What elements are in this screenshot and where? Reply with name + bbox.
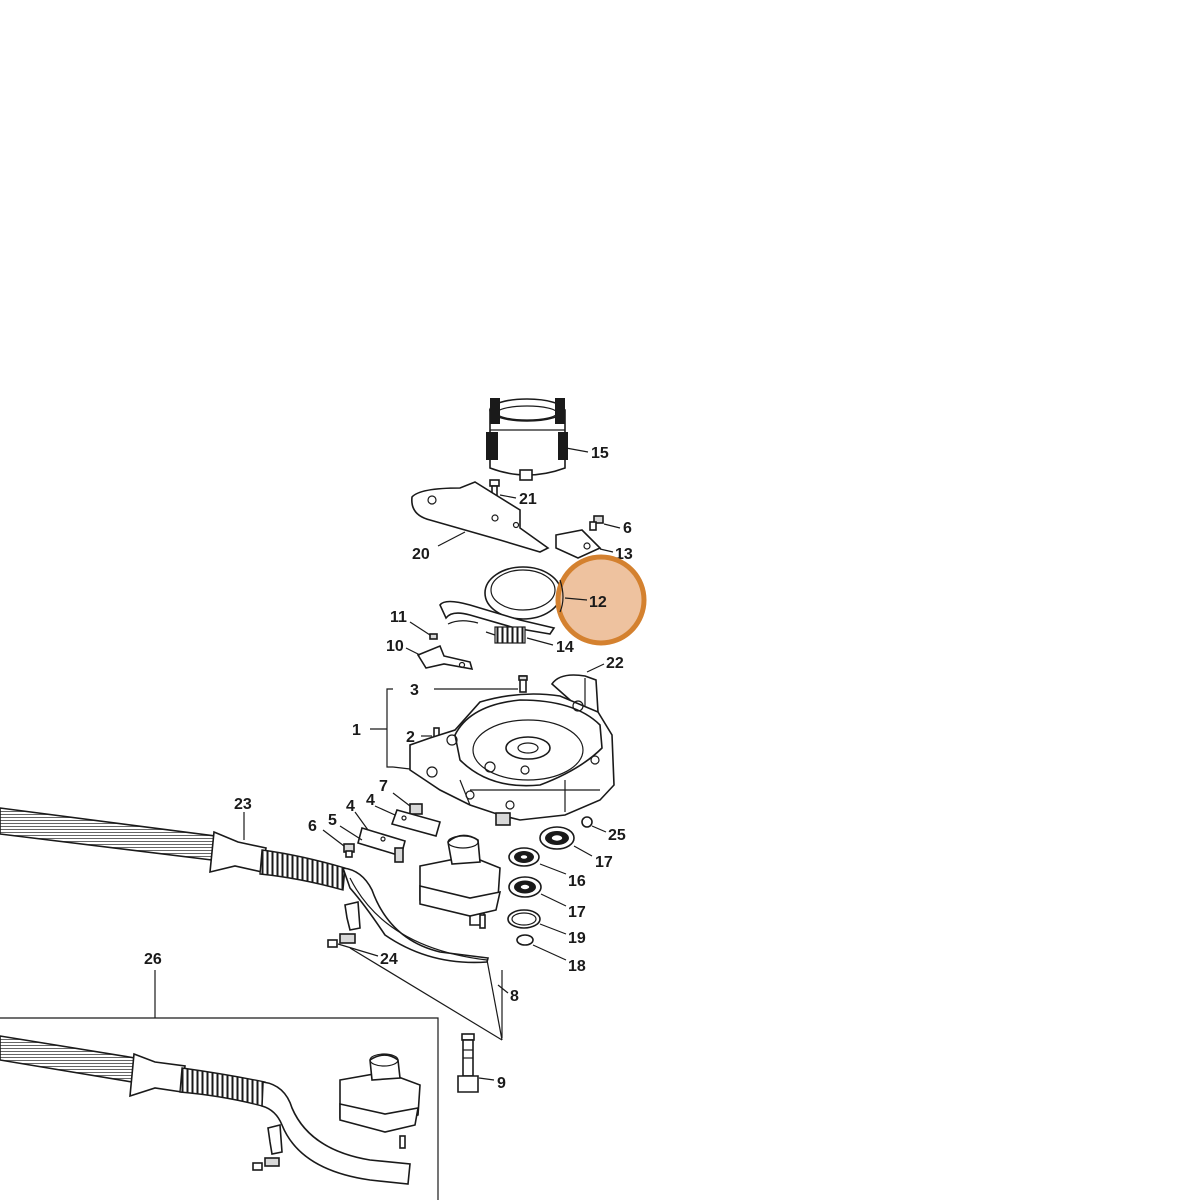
callout-18[interactable]: 18 <box>568 958 586 975</box>
bearing-17-lower-part <box>508 876 542 898</box>
pin-3-part <box>518 675 528 693</box>
callout-19[interactable]: 19 <box>568 930 586 947</box>
switch-head-part <box>419 834 502 929</box>
callout-24[interactable]: 24 <box>380 951 398 968</box>
highlight-circle <box>555 554 647 646</box>
part-5 <box>394 847 404 863</box>
callout-21[interactable]: 21 <box>519 491 537 508</box>
bearing-17-upper-part <box>539 826 575 850</box>
screw-6-upper-part <box>589 515 604 531</box>
callout-16[interactable]: 16 <box>568 873 586 890</box>
callout-4-right[interactable]: 4 <box>366 792 375 809</box>
nut-25-part <box>581 816 593 828</box>
lever-10-part <box>416 644 474 671</box>
callout-17-upper[interactable]: 17 <box>595 854 613 871</box>
part-7 <box>409 803 423 815</box>
callout-10[interactable]: 10 <box>386 638 404 655</box>
clip-24-part <box>327 901 361 948</box>
bolt-9-part <box>457 1033 479 1093</box>
spring-14-part <box>485 626 526 644</box>
clutch-drum-part <box>486 398 568 481</box>
lever-plate-part <box>411 481 550 553</box>
callout-9[interactable]: 9 <box>497 1075 506 1092</box>
callout-22[interactable]: 22 <box>606 655 624 672</box>
bracket-13-part <box>555 529 602 559</box>
bearing-16-part <box>508 847 540 867</box>
callout-15[interactable]: 15 <box>591 445 609 462</box>
callout-25[interactable]: 25 <box>608 827 626 844</box>
callout-20[interactable]: 20 <box>412 546 430 563</box>
callout-6-upper[interactable]: 6 <box>623 520 632 537</box>
callout-23[interactable]: 23 <box>234 796 252 813</box>
callout-17-lower[interactable]: 17 <box>568 904 586 921</box>
plate-4a-part <box>390 809 441 837</box>
washer-18-part <box>516 934 534 946</box>
callout-4-left[interactable]: 4 <box>346 798 355 815</box>
callout-6-lower[interactable]: 6 <box>308 818 317 835</box>
callout-1[interactable]: 1 <box>352 722 361 739</box>
callout-11[interactable]: 11 <box>390 609 407 626</box>
callout-12[interactable]: 12 <box>589 594 607 611</box>
cable-assembly-26-part <box>0 1035 421 1185</box>
alternate-assembly-frame <box>0 1017 439 1200</box>
callout-26[interactable]: 26 <box>144 951 162 968</box>
circlip-19-part <box>507 909 541 929</box>
screw-6-lower-part <box>343 843 355 858</box>
callout-14[interactable]: 14 <box>556 639 574 656</box>
housing-1-part <box>409 693 615 826</box>
brake-band-part <box>439 566 562 635</box>
callout-7[interactable]: 7 <box>379 778 388 795</box>
callout-3[interactable]: 3 <box>410 682 419 699</box>
callout-8[interactable]: 8 <box>510 988 519 1005</box>
callout-2[interactable]: 2 <box>406 729 415 746</box>
callout-5[interactable]: 5 <box>328 812 337 829</box>
pin-11-part <box>429 633 438 640</box>
